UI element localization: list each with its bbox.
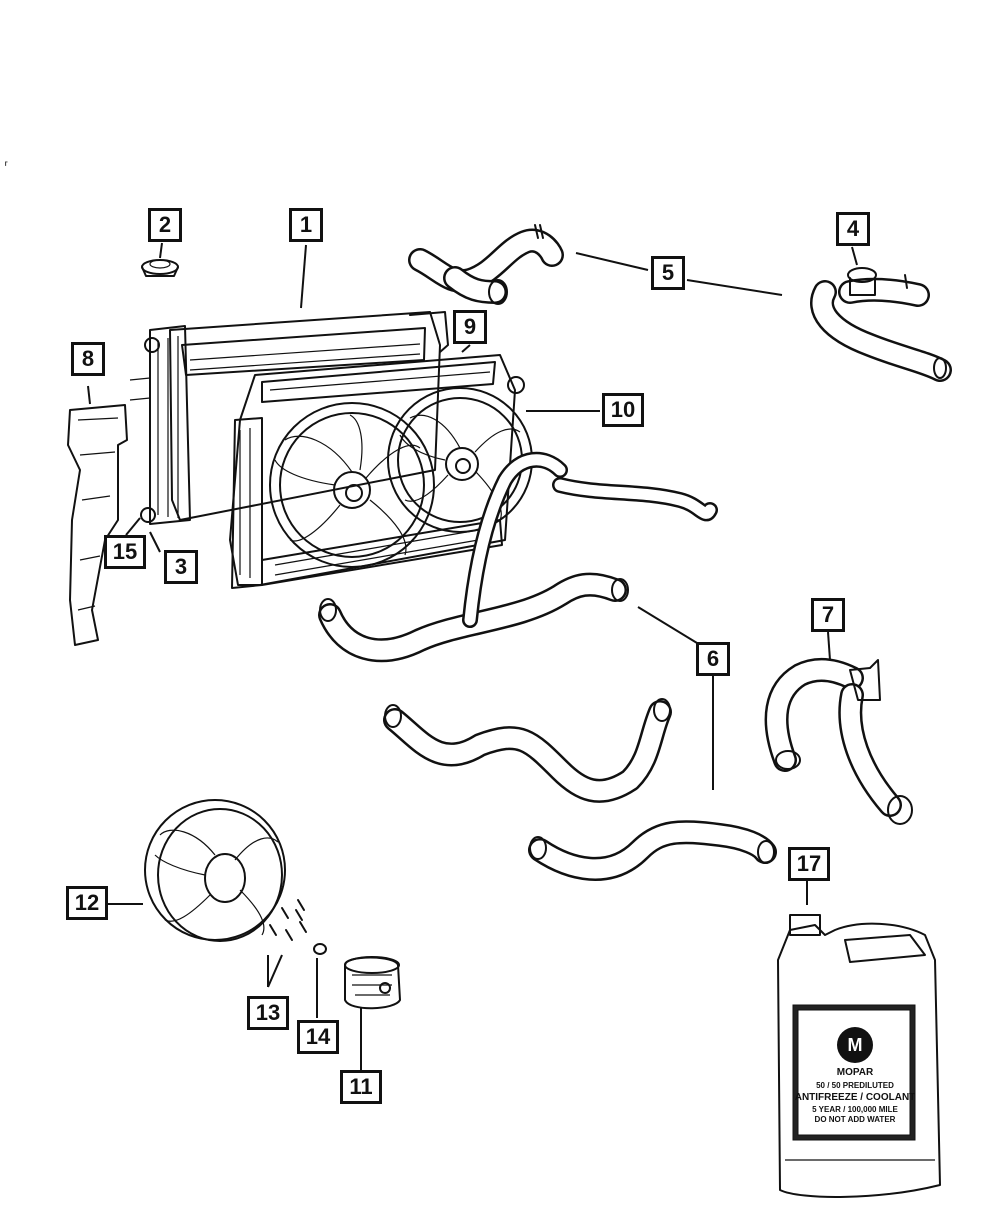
nut [313,943,327,955]
callout-14[interactable]: 14 [297,1020,339,1054]
screws [269,899,307,941]
callout-11[interactable]: 11 [340,1070,382,1104]
svg-text:M: M [848,1035,863,1055]
callout-6[interactable]: 6 [696,642,730,676]
radiator [129,311,449,525]
callout-4[interactable]: 4 [836,212,870,246]
jug-line3: 5 YEAR / 100,000 MILE [812,1105,898,1114]
callout-17[interactable]: 17 [788,847,830,881]
upper-radiator-hose [408,224,564,305]
jug-line1: 50 / 50 PREDILUTED [816,1081,894,1090]
callout-2[interactable]: 2 [148,208,182,242]
leader-lines [87,242,858,1070]
callout-7[interactable]: 7 [811,598,845,632]
callout-5[interactable]: 5 [651,256,685,290]
jug-brand: MOPAR [837,1067,874,1078]
callout-3[interactable]: 3 [164,550,198,584]
fan-motor [344,956,401,1010]
callout-13[interactable]: 13 [247,996,289,1030]
jug-line2: ANTIFREEZE / COOLANT [795,1092,916,1103]
callout-12[interactable]: 12 [66,886,108,920]
heater-hose [764,657,913,825]
callout-9[interactable]: 9 [453,310,487,344]
callout-10[interactable]: 10 [602,393,644,427]
filler-neck-hose [810,267,952,382]
air-seal [67,404,128,646]
fan-blade [144,799,286,942]
lower-hose-assembly [318,451,718,663]
radiator-cap [141,259,179,277]
callout-15[interactable]: 15 [104,535,146,569]
callout-1[interactable]: 1 [289,208,323,242]
jug-line4: DO NOT ADD WATER [815,1115,896,1124]
lower-radiator-hose [383,698,777,881]
coolant-jug: M MOPAR 50 / 50 PREDILUTED ANTIFREEZE / … [777,914,941,1198]
callout-8[interactable]: 8 [71,342,105,376]
stray-mark: ⸢ [4,160,9,174]
